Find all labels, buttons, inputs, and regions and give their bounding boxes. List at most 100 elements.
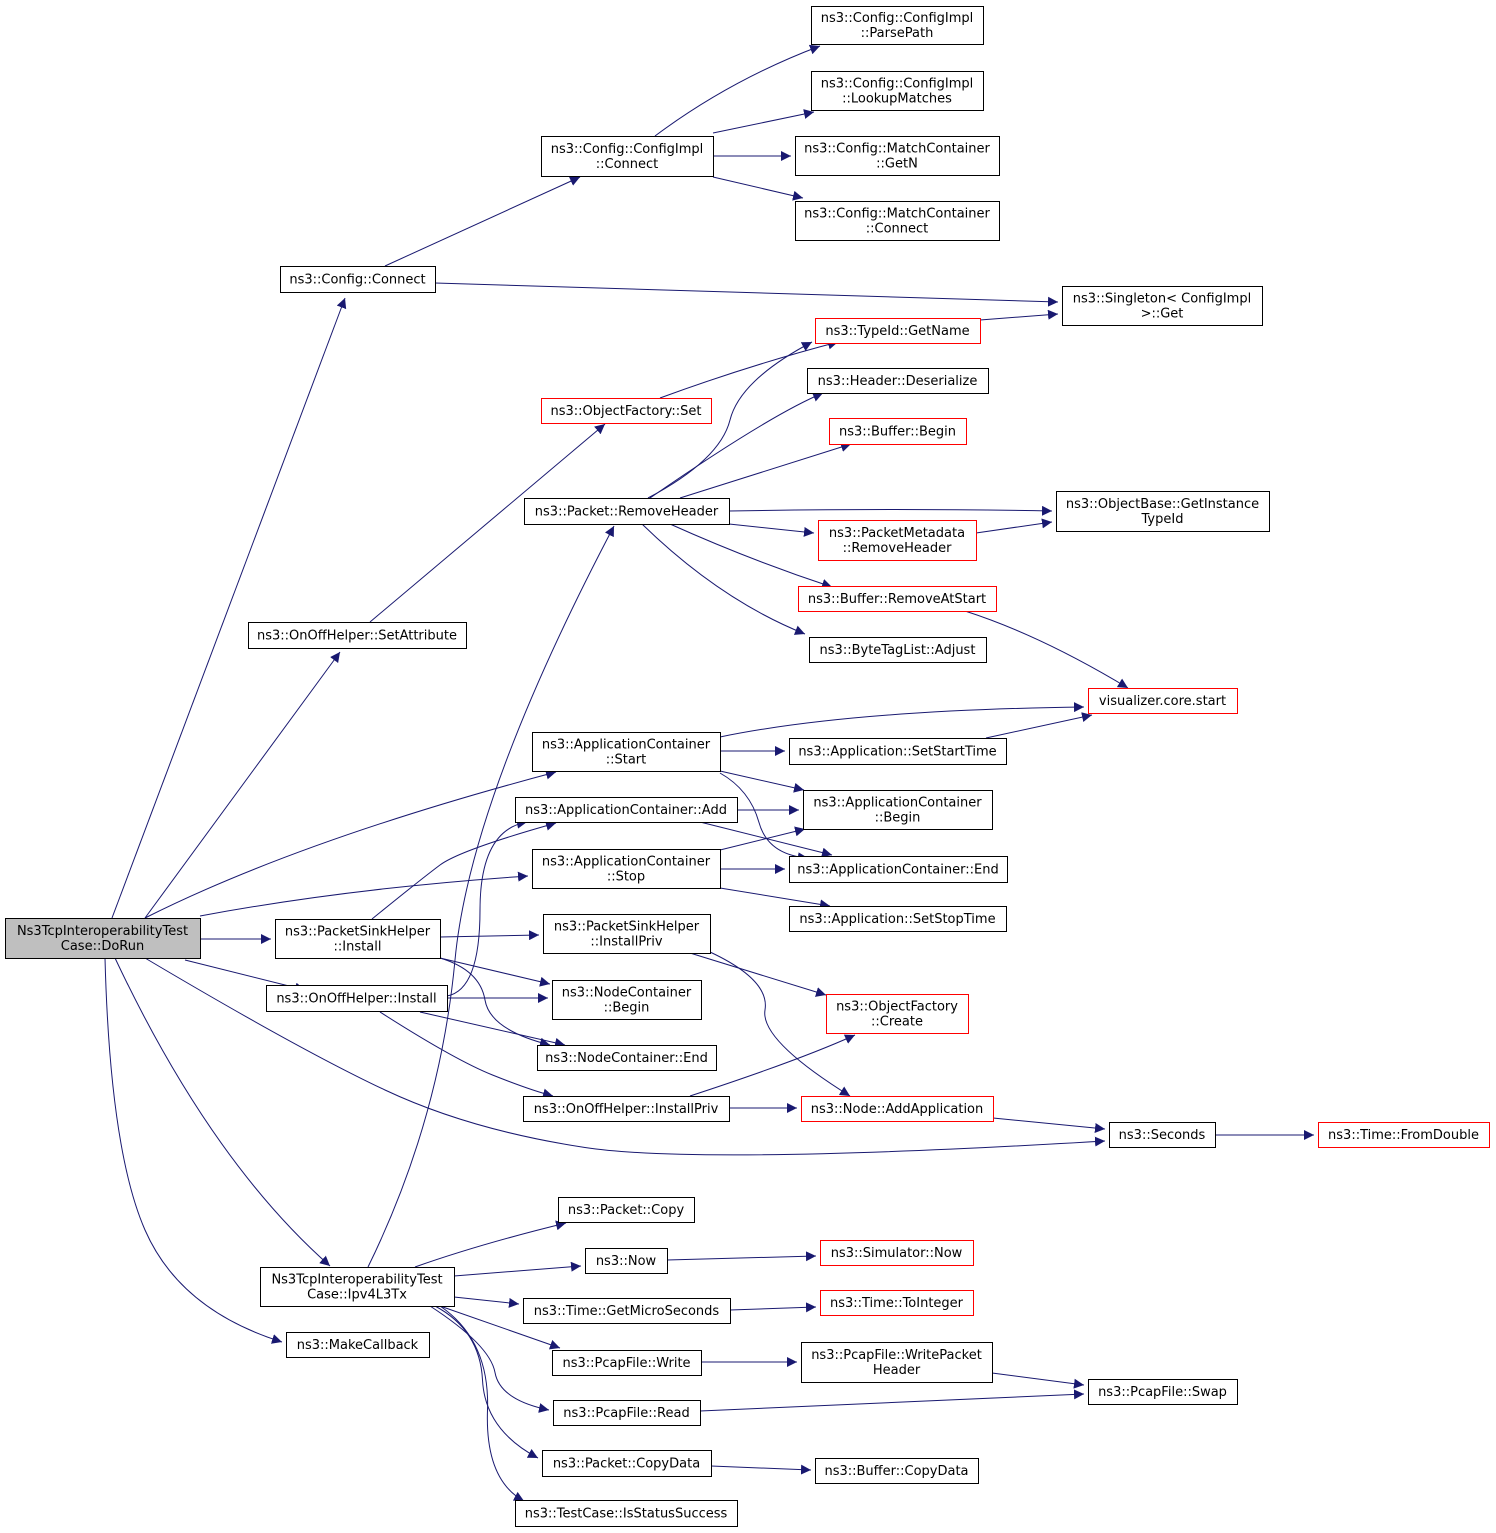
node-appcont-end[interactable]: ns3::ApplicationContainer::End [789, 856, 1008, 883]
node-objectfactory-create[interactable]: ns3::ObjectFactory::Create [826, 994, 969, 1034]
node-packet-copy[interactable]: ns3::Packet::Copy [558, 1197, 695, 1223]
node-label: visualizer.core.start [1099, 694, 1226, 709]
node-label: ns3::Singleton< ConfigImpl [1073, 292, 1251, 307]
call-edge-ipv4l3tx-to-testcase_isstatussuccess [439, 1305, 525, 1502]
call-edge-pm_removeheader-to-objectbase_gitd [975, 518, 1053, 534]
node-box [260, 1267, 455, 1307]
node-box [523, 1298, 731, 1324]
node-box [532, 849, 721, 889]
node-label: Case::DoRun [61, 939, 144, 954]
node-appcont-add[interactable]: ns3::ApplicationContainer::Add [515, 797, 738, 823]
node-config-connect[interactable]: ns3::Config::Connect [280, 266, 436, 293]
node-pcap-write[interactable]: ns3::PcapFile::Write [552, 1350, 702, 1376]
node-label: ns3::Node::AddApplication [811, 1102, 984, 1117]
node-box [248, 622, 467, 649]
node-pcap-read[interactable]: ns3::PcapFile::Read [553, 1400, 701, 1426]
node-label: ns3::PcapFile::WritePacket [811, 1348, 982, 1363]
node-buffer-begin[interactable]: ns3::Buffer::Begin [829, 418, 967, 445]
node-onoff-installpriv[interactable]: ns3::OnOffHelper::InstallPriv [523, 1096, 730, 1122]
node-parsepath[interactable]: ns3::Config::ConfigImpl::ParsePath [811, 6, 984, 45]
node-box [552, 980, 702, 1020]
node-label: Header [873, 1363, 921, 1378]
node-appcont-begin[interactable]: ns3::ApplicationContainer::Begin [803, 790, 993, 830]
call-edge-psh_installpriv-to-node_addapplication [709, 951, 851, 1097]
node-box [1088, 1379, 1238, 1405]
node-label: ns3::Buffer::Begin [839, 425, 956, 440]
node-bytetaglist-adjust[interactable]: ns3::ByteTagList::Adjust [809, 637, 987, 663]
node-testcase-isstatussuccess[interactable]: ns3::TestCase::IsStatusSuccess [515, 1500, 738, 1527]
node-box [552, 1350, 702, 1376]
node-label: ns3::ByteTagList::Adjust [820, 643, 976, 658]
call-edge-ipv4l3tx-to-packet_removeheader [367, 525, 615, 1268]
call-edge-now-to-simulator_now [666, 1251, 817, 1262]
node-label: ns3::Config::MatchContainer [804, 207, 990, 222]
call-edge-onoff_installpriv-to-objectfactory_create [689, 1034, 856, 1097]
node-app-setstarttime[interactable]: ns3::Application::SetStartTime [789, 738, 1007, 765]
call-edge-packet_removeheader-to-typeid_getname [647, 341, 813, 499]
node-label: ns3::Now [596, 1254, 657, 1269]
node-mc-getn[interactable]: ns3::Config::MatchContainer::GetN [795, 136, 1000, 176]
node-appcont-stop[interactable]: ns3::ApplicationContainer::Stop [532, 849, 721, 889]
node-label: ns3::ObjectFactory::Set [550, 404, 701, 419]
node-label: Case::Ipv4L3Tx [307, 1288, 407, 1303]
node-mc-connect[interactable]: ns3::Config::MatchContainer::Connect [795, 201, 1000, 241]
node-visualizer-start[interactable]: visualizer.core.start [1088, 688, 1238, 714]
node-header-deserialize[interactable]: ns3::Header::Deserialize [807, 368, 989, 394]
node-nodecont-end[interactable]: ns3::NodeContainer::End [537, 1045, 717, 1071]
call-edge-appcont_stop-to-appcont_begin [719, 826, 806, 851]
node-appcont-start[interactable]: ns3::ApplicationContainer::Start [532, 732, 721, 772]
node-pcap-swap[interactable]: ns3::PcapFile::Swap [1088, 1379, 1238, 1405]
node-node-addapplication[interactable]: ns3::Node::AddApplication [801, 1096, 994, 1122]
call-edge-packet_removeheader-to-buffer_begin [679, 442, 852, 499]
node-label: ns3::OnOffHelper::Install [276, 992, 436, 1007]
node-packet-copydata[interactable]: ns3::Packet::CopyData [542, 1450, 712, 1477]
node-lookupmatches[interactable]: ns3::Config::ConfigImpl::LookupMatches [811, 71, 984, 111]
node-box [585, 1248, 668, 1274]
node-label: ns3::NodeContainer::End [545, 1051, 708, 1066]
node-makecallback[interactable]: ns3::MakeCallback [286, 1332, 430, 1358]
node-psh-installpriv[interactable]: ns3::PacketSinkHelper::InstallPriv [543, 914, 711, 954]
node-psh-install[interactable]: ns3::PacketSinkHelper::Install [275, 919, 441, 959]
call-edge-app_setstarttime-to-visualizer_start [985, 712, 1093, 739]
node-objectfactory-set[interactable]: ns3::ObjectFactory::Set [541, 398, 712, 424]
node-time-fromdouble[interactable]: ns3::Time::FromDouble [1318, 1122, 1490, 1148]
node-buffer-removeatstart[interactable]: ns3::Buffer::RemoveAtStart [798, 586, 997, 612]
node-configimpl-connect[interactable]: ns3::Config::ConfigImpl::Connect [541, 136, 714, 177]
node-label: ns3::Time::FromDouble [1328, 1128, 1479, 1143]
node-packet-removeheader[interactable]: ns3::Packet::RemoveHeader [524, 498, 730, 525]
node-box [286, 1332, 430, 1358]
node-box [818, 520, 977, 561]
node-now[interactable]: ns3::Now [585, 1248, 668, 1274]
node-label: ns3::ObjectBase::GetInstance [1066, 497, 1259, 512]
node-app-setstoptime[interactable]: ns3::Application::SetStopTime [789, 906, 1007, 932]
node-nodecont-begin[interactable]: ns3::NodeContainer::Begin [552, 980, 702, 1020]
node-simulator-now[interactable]: ns3::Simulator::Now [820, 1240, 974, 1266]
node-onoff-install[interactable]: ns3::OnOffHelper::Install [266, 985, 448, 1012]
call-edge-packet_copydata-to-buffer_copydata [710, 1464, 812, 1475]
node-pm-removeheader[interactable]: ns3::PacketMetadata::RemoveHeader [818, 520, 977, 561]
node-typeid-getname[interactable]: ns3::TypeId::GetName [815, 318, 981, 344]
node-time-tointeger[interactable]: ns3::Time::ToInteger [820, 1290, 974, 1316]
node-box [798, 586, 997, 612]
node-box [815, 1458, 979, 1484]
node-label: ::Start [606, 753, 647, 768]
node-buffer-copydata[interactable]: ns3::Buffer::CopyData [815, 1458, 979, 1484]
node-label: ns3::PacketMetadata [829, 526, 965, 541]
node-time-getmicroseconds[interactable]: ns3::Time::GetMicroSeconds [523, 1298, 731, 1324]
node-label: ::ParsePath [861, 26, 934, 41]
node-seconds[interactable]: ns3::Seconds [1109, 1122, 1216, 1148]
call-edge-configimpl_connect-to-parsepath [654, 44, 821, 137]
call-edges [104, 44, 1314, 1502]
call-edge-node_addapplication-to-seconds [992, 1117, 1106, 1133]
node-label: ns3::Config::ConfigImpl [551, 142, 704, 157]
node-box [266, 985, 448, 1012]
node-box [801, 1096, 994, 1122]
call-edge-psh_installpriv-to-objectfactory_create [689, 952, 827, 997]
node-onoff-setattribute[interactable]: ns3::OnOffHelper::SetAttribute [248, 622, 467, 649]
node-singleton-get[interactable]: ns3::Singleton< ConfigImpl>::Get [1062, 286, 1263, 326]
